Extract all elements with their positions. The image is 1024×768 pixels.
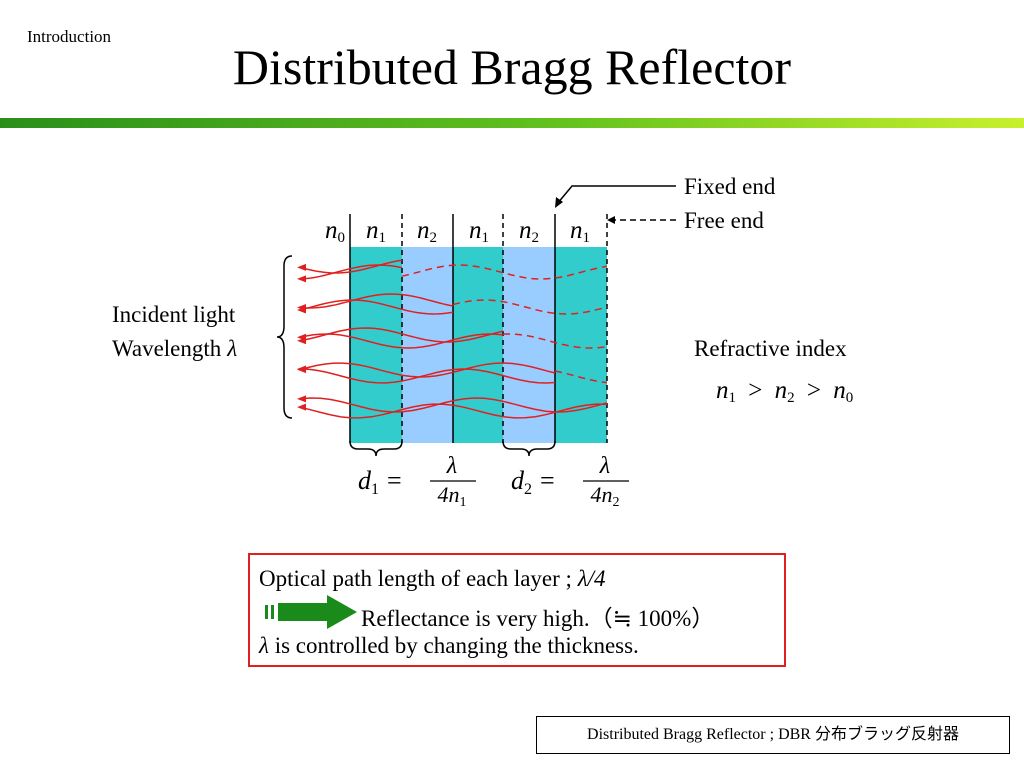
wave-arrowhead [297,395,306,403]
incident-wave [299,259,403,274]
info-line-2: Reflectance is very high.（≒ 100%） [361,606,715,631]
layer-fill-n2 [402,247,453,443]
incident-wave [299,362,556,378]
refractive-index-label: Refractive index [694,336,847,361]
svg-text:4n2: 4n2 [591,482,620,510]
svg-text:4n1: 4n1 [438,482,467,510]
green-arrow-icon [265,595,357,629]
reflected-wave [299,368,556,384]
reflected-wave [299,264,403,280]
info-box: Optical path length of each layer ; λ/4 … [248,553,786,667]
refractive-relation: n1 > n2 > n0 [716,377,853,408]
reflected-wave [299,333,504,349]
svg-text:d2=: d2= [511,466,555,498]
fixed-end-pointer [556,185,676,205]
layer-fill-n1 [453,247,503,443]
layer-label: n1 [570,217,590,246]
wave-arrowhead [297,275,306,283]
wave-arrowhead [297,403,306,411]
layer-labels: n0 n1 n2 n1 n2 n1 [325,217,590,246]
wave-arrowhead [297,333,306,341]
wave-arrowhead [297,306,306,314]
incident-brace [276,255,293,419]
svg-text:λ: λ [599,453,610,479]
footer-caption: Distributed Bragg Reflector ; DBR 分布ブラッグ… [536,716,1010,754]
reflected-wave [299,299,454,315]
layer-fill-n2 [503,247,555,443]
layer-label: n2 [417,217,437,246]
info-line-1: Optical path length of each layer ; λ/4 [259,566,606,591]
incident-wave [299,327,504,343]
title-gradient-bar [0,118,1024,128]
d2-formula: d2= λ 4n2 [511,453,629,510]
free-end-label: Free end [684,208,764,233]
slide-title: Distributed Bragg Reflector [232,39,792,95]
free-end-arrowhead [607,216,615,224]
fixed-end-label: Fixed end [684,174,776,199]
incident-light-label: Incident light [112,302,236,327]
reflected-waves [297,259,608,419]
wave-arrowhead [297,365,306,373]
svg-text:d1=: d1= [358,466,402,498]
transmitted-wave [502,333,608,349]
svg-text:λ: λ [446,453,457,479]
layer-fill-n1 [350,247,402,443]
layer-label: n1 [366,217,386,246]
thickness-brace-d1 [349,440,403,457]
layer-label: n1 [469,217,489,246]
transmitted-wave [452,299,608,315]
d1-formula: d1= λ 4n1 [358,453,476,510]
info-line-3: λ is controlled by changing the thicknes… [259,633,639,658]
incident-wave [299,293,454,309]
wave-arrowhead [297,263,306,271]
transmitted-wave [401,264,608,280]
thickness-brace-d2 [502,440,556,457]
layer-label: n0 [325,217,345,246]
section-label: Introduction [27,27,112,46]
transmitted-wave [554,370,608,384]
fixed-end-arrowhead [555,197,563,208]
reflected-wave [299,403,608,419]
layer-label: n2 [519,217,539,246]
